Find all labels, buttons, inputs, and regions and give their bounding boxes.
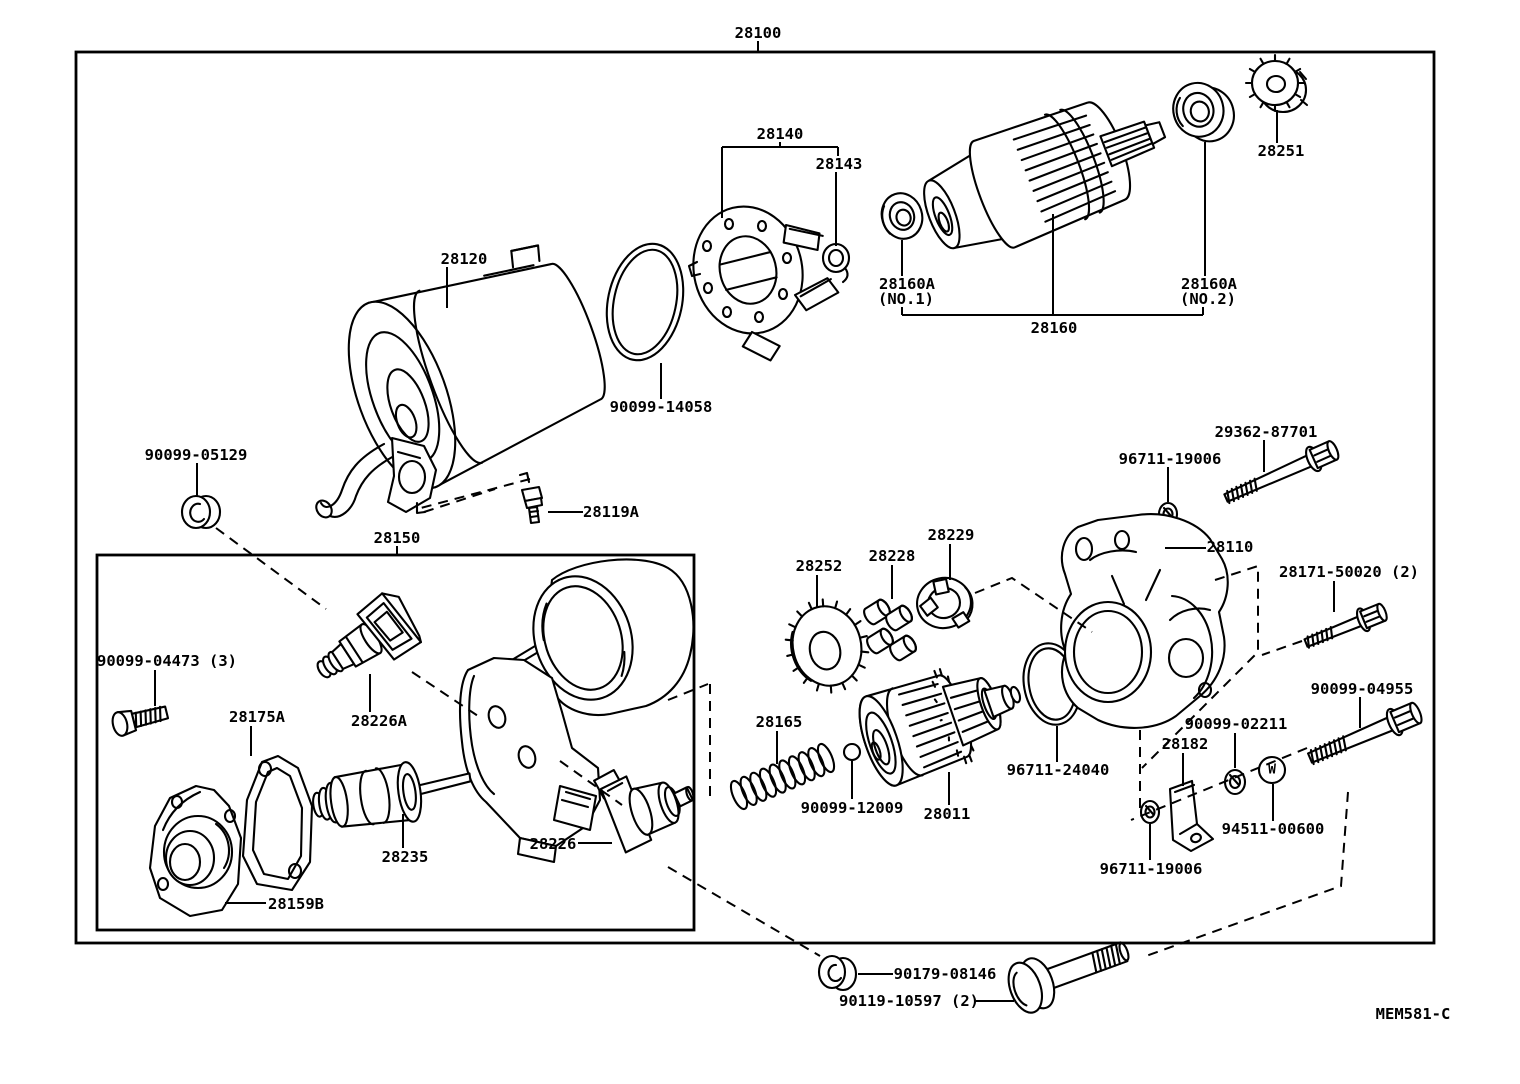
label-28119a: 28119A (583, 503, 640, 521)
dashed-assembly-line (411, 671, 479, 717)
part-bolt-29362-87701 (1223, 440, 1340, 505)
dashed-assembly-line (559, 760, 623, 806)
part-bolt-90099-04473 (111, 705, 170, 737)
part-bolt-90119-10597 (1007, 941, 1130, 1014)
label-28150: 28150 (374, 529, 421, 547)
part-bearing-28160a-no2 (1172, 81, 1235, 143)
label-90099-05129: 90099-05129 (145, 446, 248, 464)
label-90179-08146: 90179-08146 (894, 965, 997, 983)
label-28160a-no1-sub: (NO.1) (878, 290, 934, 308)
label-28235: 28235 (382, 848, 429, 866)
part-roller-retainer-28229 (916, 576, 974, 630)
dashed-assembly-line (423, 488, 496, 513)
label-28143: 28143 (816, 155, 863, 173)
label-28182: 28182 (1162, 735, 1209, 753)
part-lock-washer-96711-19006-bottom (1139, 799, 1161, 825)
part-armature-28160 (923, 101, 1167, 250)
label-leader-lines (154, 41, 1361, 1002)
label-90099-04955: 90099-04955 (1311, 680, 1414, 698)
part-magnet-switch-assembly-28150 (458, 558, 695, 864)
part-gasket-28175a (241, 754, 314, 892)
part-ball-90099-12009 (842, 742, 862, 762)
part-bolt-28119a (520, 485, 544, 525)
label-96711-19006-top: 96711-19006 (1119, 450, 1222, 468)
label-28140: 28140 (757, 125, 804, 143)
label-28011: 28011 (924, 805, 971, 823)
dash-corner-hook (415, 501, 427, 515)
magnet-switch-subframe (95, 553, 696, 932)
label-28171-50020: 28171-50020 (2) (1279, 563, 1419, 581)
dashed-assembly-line (1261, 640, 1303, 656)
part-brush-holder-28140 (687, 205, 840, 362)
part-starter-yoke-28120 (315, 244, 606, 519)
frame-boxes (74, 50, 1436, 945)
dashed-assembly-line (416, 478, 531, 510)
part-washer-94511-00600 (1257, 755, 1287, 785)
part-nut-90099-05129 (180, 494, 222, 530)
dashed-assembly-line (215, 527, 327, 610)
label-28175a: 28175A (229, 708, 286, 726)
dashed-assembly-line (667, 866, 821, 957)
label-28159b: 28159B (268, 895, 324, 913)
part-drive-housing-28110 (1060, 513, 1229, 729)
part-switch-contact-28226 (593, 769, 695, 854)
label-96711-19006-bottom: 96711-19006 (1100, 860, 1203, 878)
part-bolt-90099-04955 (1306, 701, 1423, 766)
label-28160a-no2-sub: (NO.2) (1180, 290, 1236, 308)
label-90099-04473: 90099-04473 (3) (97, 652, 237, 670)
label-90119-10597: 90119-10597 (2) (839, 992, 979, 1010)
label-washer-w-mark: W (1268, 763, 1276, 778)
label-90099-14058: 90099-14058 (610, 398, 713, 416)
part-nut-90179-08146 (817, 954, 858, 992)
outer-assembly-frame (74, 50, 1436, 945)
part-oring-90099-14058 (605, 242, 685, 362)
part-pinion-gear-28251 (1244, 53, 1309, 114)
part-idler-gear-28252 (784, 598, 870, 694)
part-bracket-28182 (1168, 779, 1215, 853)
label-29362-87701: 29362-87701 (1215, 423, 1318, 441)
part-starter-clutch-28011 (858, 668, 1022, 787)
dashed-assembly-line (667, 683, 709, 701)
label-28110: 28110 (1207, 538, 1254, 556)
parts-artwork (111, 53, 1423, 1014)
part-switch-plunger-28226a (316, 592, 422, 679)
label-28160a-no1: 28160A (879, 275, 936, 293)
assembly-dashed-lines (215, 478, 1349, 957)
part-brush-spring-28143 (821, 242, 851, 284)
label-28229: 28229 (928, 526, 975, 544)
label-28228: 28228 (869, 547, 916, 565)
label-28252: 28252 (796, 557, 843, 575)
label-28160: 28160 (1031, 319, 1078, 337)
part-bolt-28171-50020 (1303, 602, 1388, 649)
part-drive-spring-28165 (729, 742, 836, 811)
label-28165: 28165 (756, 713, 803, 731)
label-94511-00600: 94511-00600 (1222, 820, 1325, 838)
dashed-assembly-line (974, 576, 1093, 633)
label-28160a-no2: 28160A (1181, 275, 1238, 293)
part-labels: 2810028140281432812090099-1405828160A(NO… (97, 24, 1450, 1023)
label-28226a: 28226A (351, 712, 408, 730)
label-90099-02211: 90099-02211 (1185, 715, 1288, 733)
label-drawing-code: MEM581-C (1376, 1005, 1451, 1023)
label-28100: 28100 (735, 24, 782, 42)
part-bearing-28160a-no1 (880, 192, 924, 240)
label-96711-24040: 96711-24040 (1007, 761, 1110, 779)
dashed-assembly-line (1130, 747, 1308, 821)
label-28226: 28226 (530, 835, 577, 853)
part-clutch-rollers-28228 (863, 598, 917, 662)
label-90099-12009: 90099-12009 (801, 799, 904, 817)
dashed-assembly-line (1145, 791, 1349, 957)
label-28120: 28120 (441, 250, 488, 268)
label-28251: 28251 (1258, 142, 1305, 160)
dashed-assembly-line (1141, 564, 1259, 769)
part-plunger-28235 (312, 761, 472, 828)
part-end-cover-28159b (148, 784, 243, 918)
